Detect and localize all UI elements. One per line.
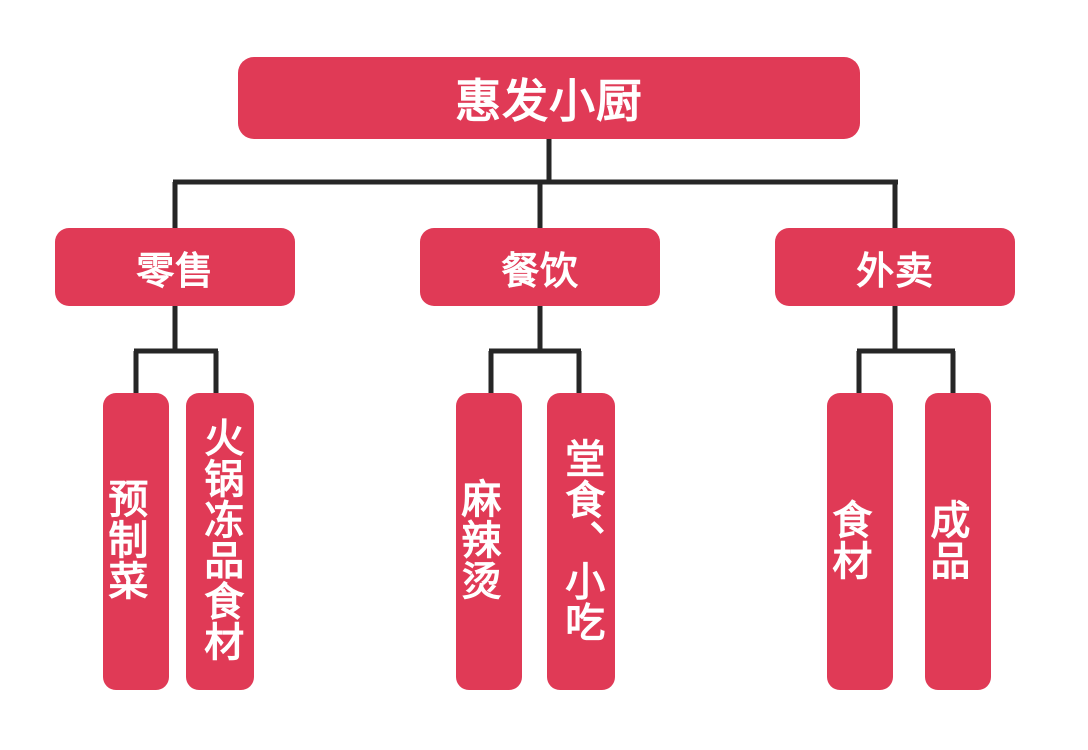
- node-leaf-prepared-dishes-label: 预制菜: [101, 478, 148, 601]
- node-leaf-ingredients-label: 食材: [825, 498, 872, 581]
- node-branch-dining[interactable]: 餐饮: [420, 228, 660, 306]
- node-leaf-finished-products-label: 成品: [923, 498, 970, 581]
- node-leaf-hotpot-frozen-ingredients-label: 火锅冻品食材: [197, 417, 244, 662]
- node-leaf-dinein-snacks-label: 堂食、小吃: [558, 437, 605, 642]
- node-branch-takeout-label: 外卖: [856, 248, 934, 293]
- node-leaf-ingredients[interactable]: 食材: [825, 393, 893, 690]
- node-branch-retail-label: 零售: [136, 248, 214, 293]
- node-root-label: 惠发小厨: [455, 74, 643, 128]
- node-leaf-hotpot-frozen-ingredients[interactable]: 火锅冻品食材: [186, 393, 254, 690]
- node-branch-retail[interactable]: 零售: [55, 228, 295, 306]
- node-leaf-prepared-dishes[interactable]: 预制菜: [101, 393, 169, 690]
- node-branch-takeout[interactable]: 外卖: [775, 228, 1015, 306]
- node-leaf-malatang[interactable]: 麻辣烫: [454, 393, 522, 690]
- node-root[interactable]: 惠发小厨: [238, 57, 860, 139]
- node-leaf-finished-products[interactable]: 成品: [923, 393, 991, 690]
- node-leaf-malatang-label: 麻辣烫: [454, 478, 501, 601]
- node-leaf-dinein-snacks[interactable]: 堂食、小吃: [547, 393, 615, 690]
- node-branch-dining-label: 餐饮: [501, 248, 579, 293]
